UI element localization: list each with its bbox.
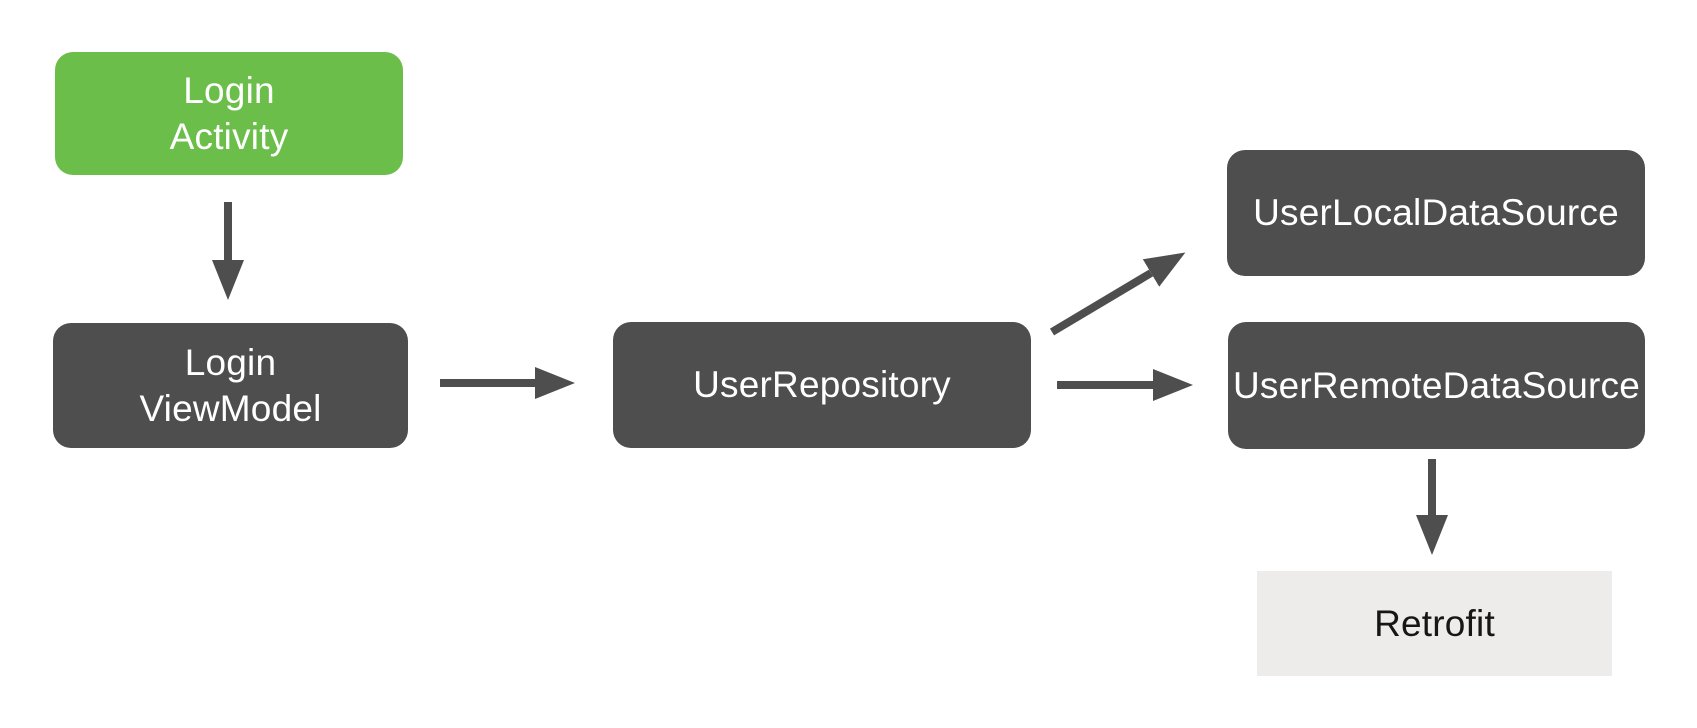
node-login-viewmodel: Login ViewModel [53, 323, 408, 448]
node-user-repository: UserRepository [613, 322, 1031, 448]
node-user-repository-label: UserRepository [693, 364, 951, 405]
node-retrofit-label: Retrofit [1374, 602, 1495, 644]
node-user-remote-data-source-label: UserRemoteDataSource [1232, 364, 1641, 406]
node-login-viewmodel-label: Login ViewModel [139, 341, 322, 429]
arrow-user-repository-to-user-local-data-source [1049, 252, 1186, 336]
node-retrofit: Retrofit [1257, 571, 1612, 676]
node-login-activity: Login Activity [55, 52, 403, 175]
node-user-local-data-source: UserLocalDataSource [1227, 150, 1645, 276]
node-user-local-data-source-label: UserLocalDataSource [1253, 192, 1619, 233]
node-login-activity-label: Login Activity [169, 69, 289, 157]
node-user-remote-data-source: UserRemoteDataSource [1228, 322, 1645, 449]
